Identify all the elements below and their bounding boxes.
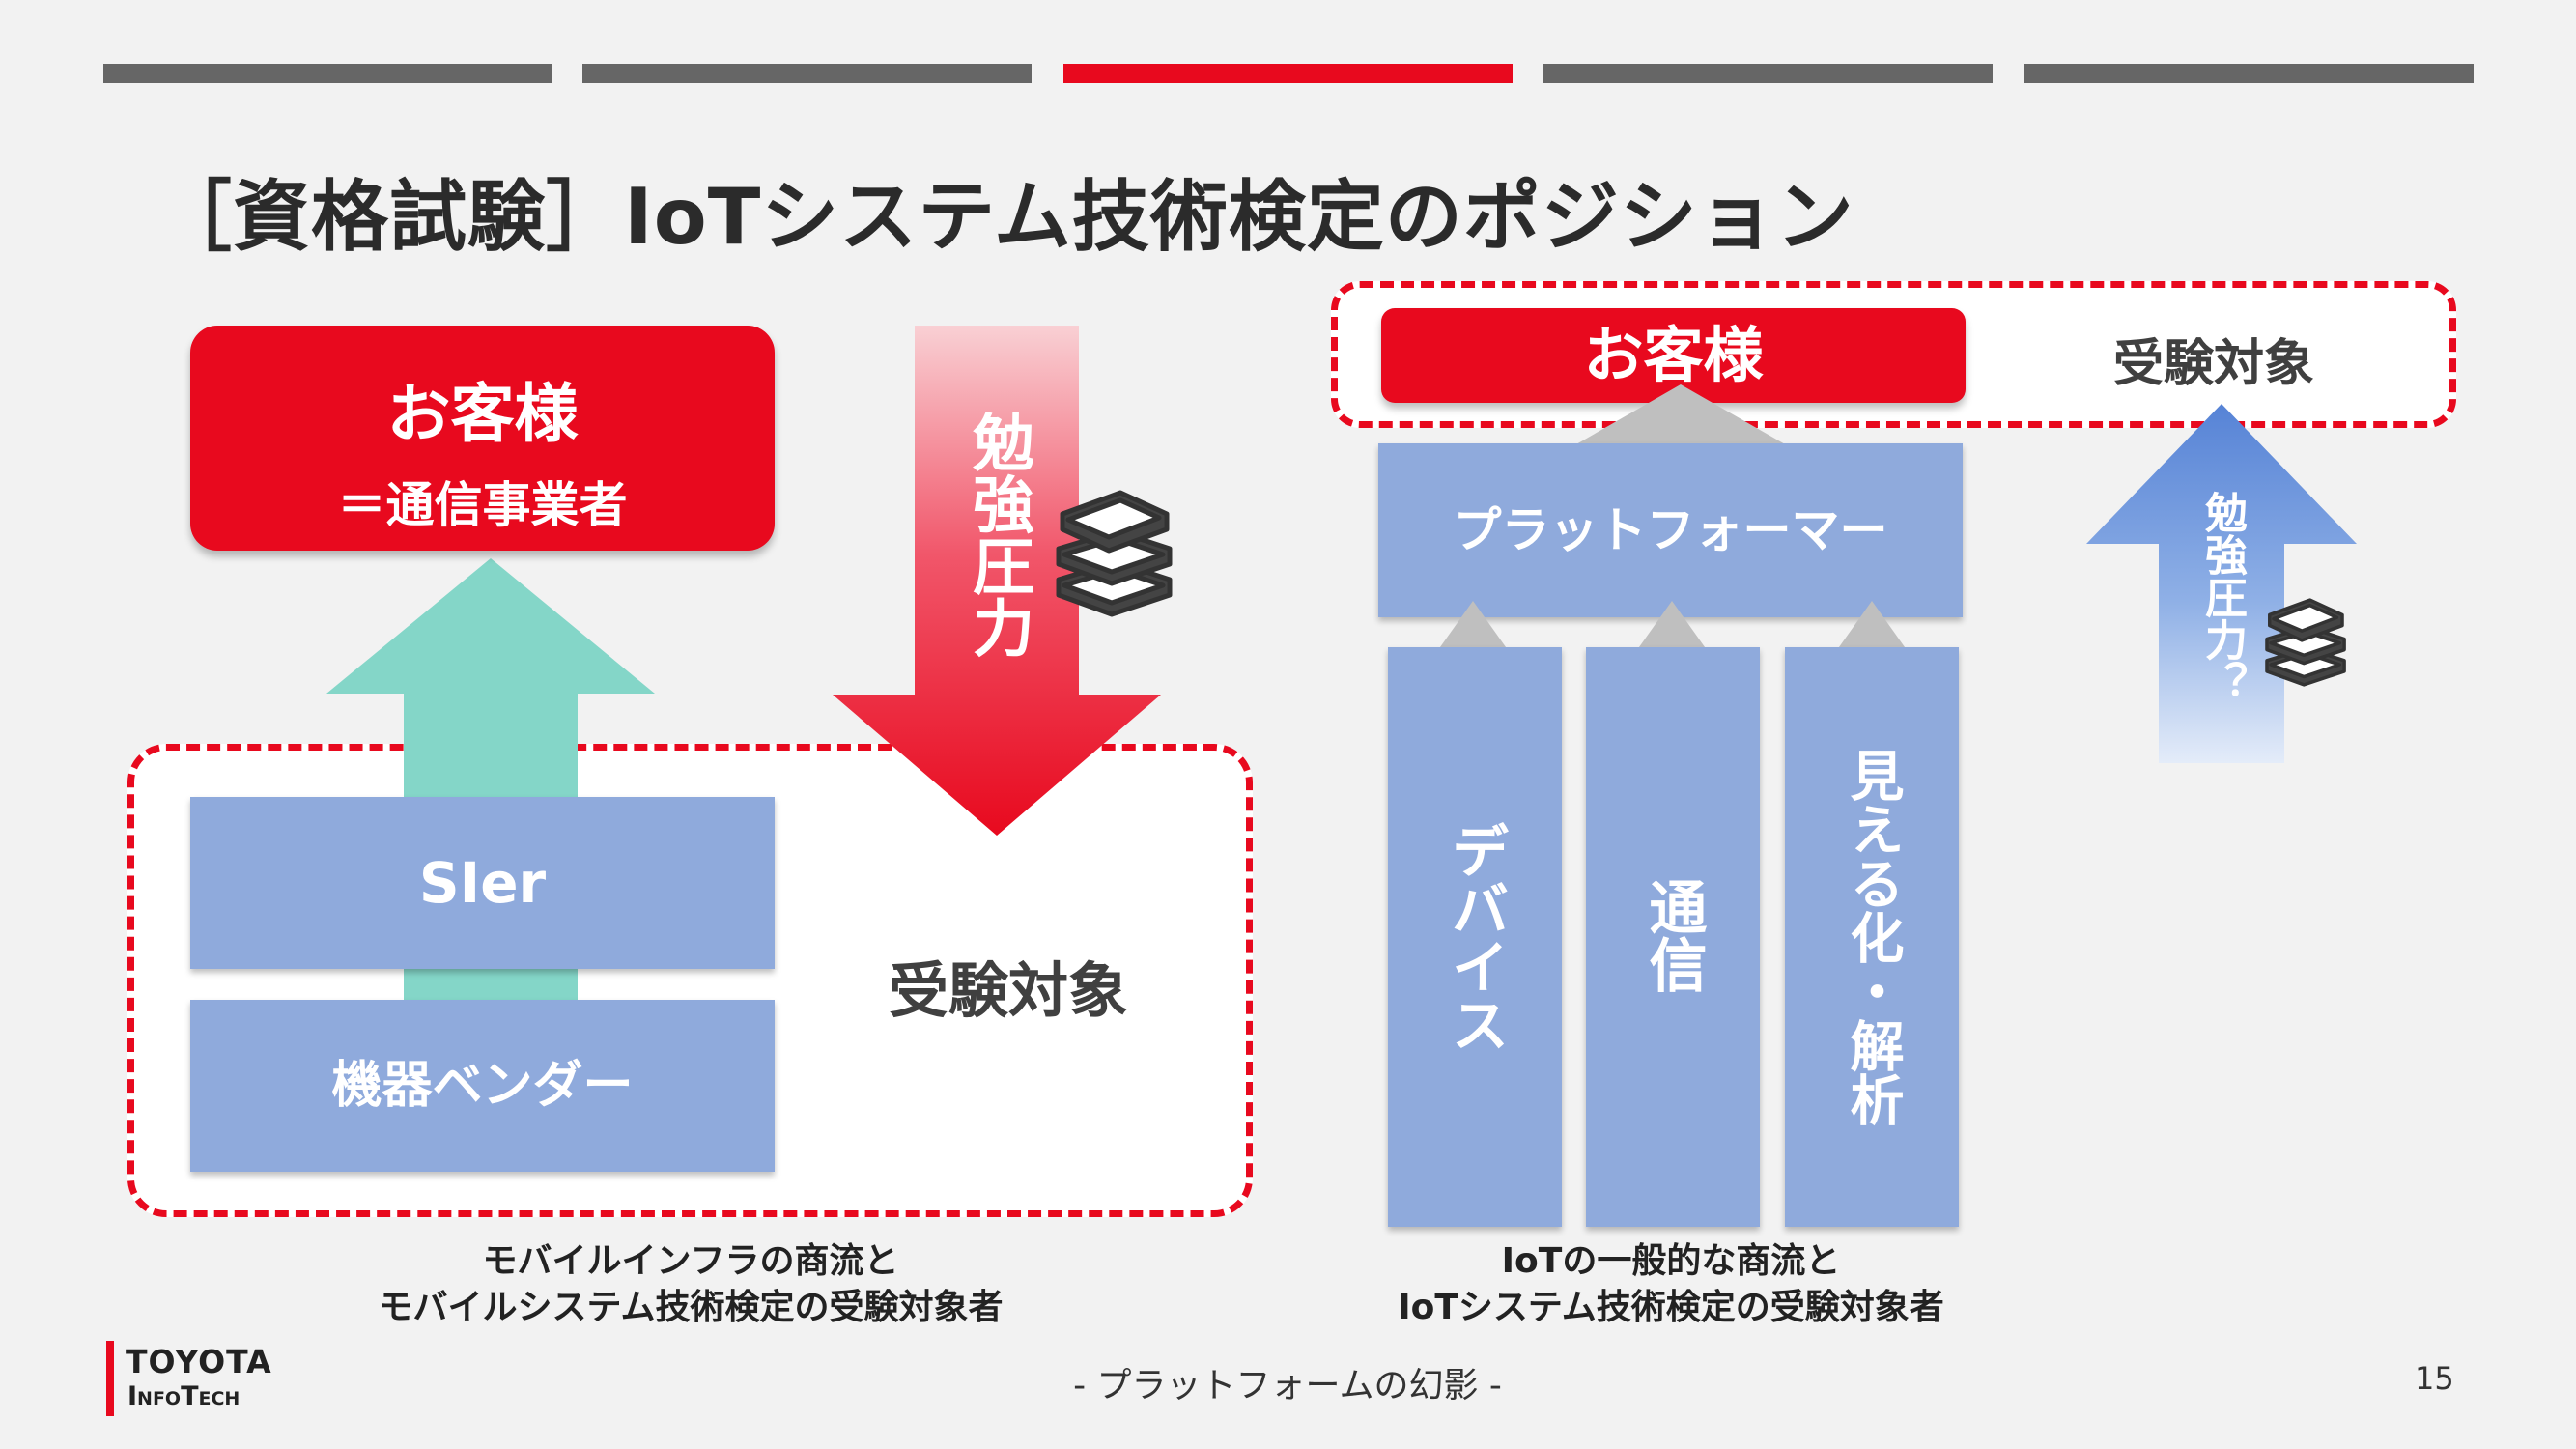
left-pressure-text: 勉強圧力 xyxy=(962,411,1033,658)
nav-tab-4[interactable] xyxy=(1543,64,1993,83)
left-caption: モバイルインフラの商流と モバイルシステム技術検定の受験対象者 xyxy=(290,1238,1091,1331)
nav-tab-3-active[interactable] xyxy=(1063,64,1513,83)
sier-box: SIer xyxy=(190,797,775,969)
footer-center-text: - プラットフォームの幻影 - xyxy=(1073,1366,1502,1406)
platformer-label: プラットフォーマー xyxy=(1453,502,1888,558)
pressure-up-arrow xyxy=(2086,404,2357,763)
page-title: ［資格試験］IoTシステム技術検定のポジション xyxy=(155,172,1854,262)
right-target-label: 受験対象 xyxy=(2113,335,2315,393)
left-customer-box: お客様 ＝通信事業者 xyxy=(190,326,775,551)
nav-tab-2[interactable] xyxy=(582,64,1032,83)
nav-tab-5[interactable] xyxy=(2024,64,2474,83)
device-label: デバイス xyxy=(1441,821,1509,1053)
logo-line2: InfoTech xyxy=(127,1381,241,1411)
right-caption-line1: IoTの一般的な商流と xyxy=(1501,1241,1841,1281)
sier-label: SIer xyxy=(418,850,547,916)
platformer-box: プラットフォーマー xyxy=(1378,443,1963,617)
visual-label: 見える化・解析 xyxy=(1841,748,1904,1126)
device-pillar: デバイス xyxy=(1388,647,1562,1227)
left-customer-title: お客様 xyxy=(386,377,579,451)
nav-tab-1[interactable] xyxy=(103,64,552,83)
right-caption-line2: IoTシステム技術検定の受験対象者 xyxy=(1398,1288,1944,1327)
right-caption: IoTの一般的な商流と IoTシステム技術検定の受験対象者 xyxy=(1285,1238,2057,1331)
books-icon-small xyxy=(2265,598,2346,687)
right-customer-label: お客様 xyxy=(1583,320,1764,390)
pressure-down-arrow xyxy=(833,326,1161,836)
toyota-infotech-logo: TOYOTA InfoTech xyxy=(106,1341,271,1418)
comm-pillar: 通信 xyxy=(1586,647,1760,1227)
visual-pillar: 見える化・解析 xyxy=(1785,647,1959,1227)
left-caption-line1: モバイルインフラの商流と xyxy=(482,1241,899,1281)
right-pressure-text: 勉強圧力？ xyxy=(2197,491,2247,703)
left-customer-sub: ＝通信事業者 xyxy=(337,477,628,533)
vendor-label: 機器ベンダー xyxy=(331,1057,634,1115)
left-caption-line2: モバイルシステム技術検定の受験対象者 xyxy=(378,1288,1004,1327)
vendor-box: 機器ベンダー xyxy=(190,1000,775,1172)
logo-accent-mark xyxy=(106,1341,114,1416)
books-icon xyxy=(1056,490,1173,617)
right-customer-box: お客様 xyxy=(1381,308,1966,403)
left-target-label: 受験対象 xyxy=(889,955,1129,1026)
comm-label: 通信 xyxy=(1639,877,1707,993)
logo-line1: TOYOTA xyxy=(126,1343,272,1380)
page-number: 15 xyxy=(2415,1360,2454,1397)
